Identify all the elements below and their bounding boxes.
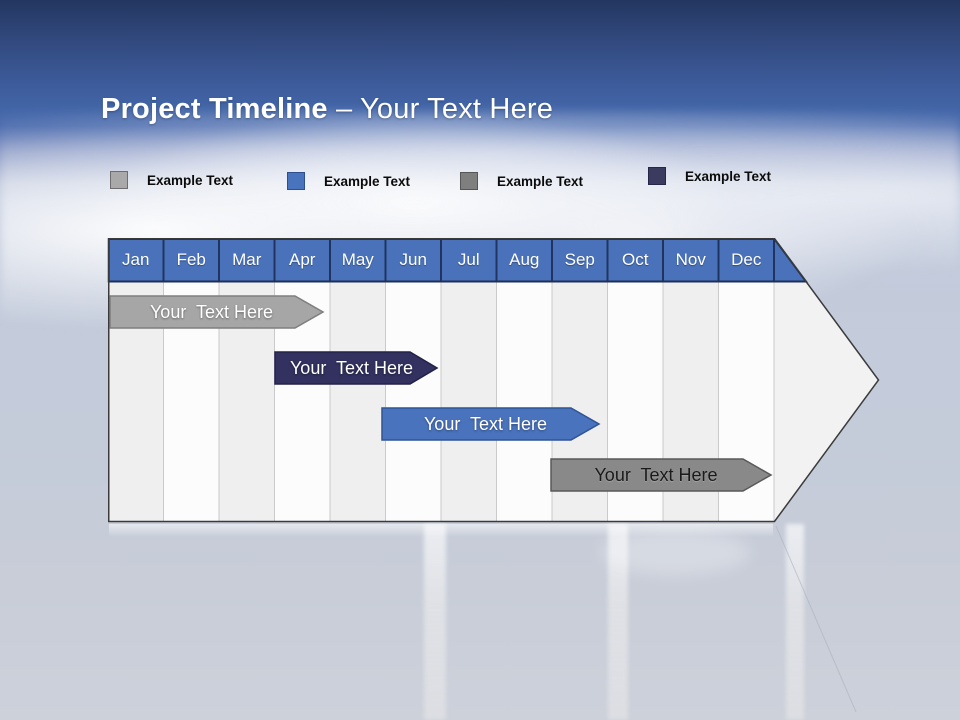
chimney-reflection <box>608 524 628 720</box>
title-light-text: – Your Text Here <box>327 93 554 125</box>
legend-swatch <box>460 172 478 190</box>
month-cell: Sep <box>564 250 595 269</box>
legend-item: Example Text <box>110 170 233 190</box>
arrow-head-shade <box>774 282 879 522</box>
table-reflection <box>109 524 773 537</box>
bar-label: Your Text Here <box>289 358 414 378</box>
arrow-reflection-line <box>775 525 857 713</box>
month-header-separators <box>162 240 775 281</box>
title-bold-text: Project Timeline <box>101 93 328 125</box>
legend-label: Example Text <box>147 172 234 188</box>
month-cell: May <box>341 250 374 269</box>
page-title: Project Timeline – Your Text Here <box>68 60 868 159</box>
smoke-haze <box>600 530 750 575</box>
legend-item: Example Text <box>648 166 771 186</box>
legend-label: Example Text <box>324 173 411 189</box>
month-cell: Dec <box>731 250 762 269</box>
month-cell: Apr <box>289 250 316 269</box>
bar-label: Your Text Here <box>423 414 548 434</box>
chimney-reflection <box>424 524 446 720</box>
timeline-arrow-outline <box>108 238 880 523</box>
month-cell: Oct <box>622 250 649 269</box>
legend-item: Example Text <box>460 171 583 191</box>
legend-label: Example Text <box>497 173 584 189</box>
bar-label: Your Text Here <box>149 302 274 322</box>
bar-label: Your Text Here <box>594 465 718 485</box>
legend-swatch <box>287 172 305 190</box>
legend-swatch <box>110 171 128 189</box>
month-cell: Jan <box>122 250 150 269</box>
month-cell: Nov <box>675 250 706 269</box>
month-cell: Feb <box>176 250 206 269</box>
timeline-bar <box>109 295 325 329</box>
month-header-row: Jan Feb Mar Apr May Jun Jul Aug Sep Oct … <box>108 239 774 281</box>
month-cell: Jun <box>399 250 427 269</box>
timeline-bar <box>550 458 773 492</box>
legend-swatch <box>648 167 666 185</box>
legend-item: Example Text <box>287 171 410 191</box>
month-cell: Mar <box>232 250 262 269</box>
legend-label: Example Text <box>685 168 772 184</box>
month-cell: Jul <box>457 250 480 269</box>
chimney-reflection <box>786 524 804 720</box>
column-separators <box>163 282 775 522</box>
month-cell: Aug <box>509 250 540 269</box>
timeline-bar <box>381 407 601 441</box>
timeline-bar <box>274 351 439 385</box>
